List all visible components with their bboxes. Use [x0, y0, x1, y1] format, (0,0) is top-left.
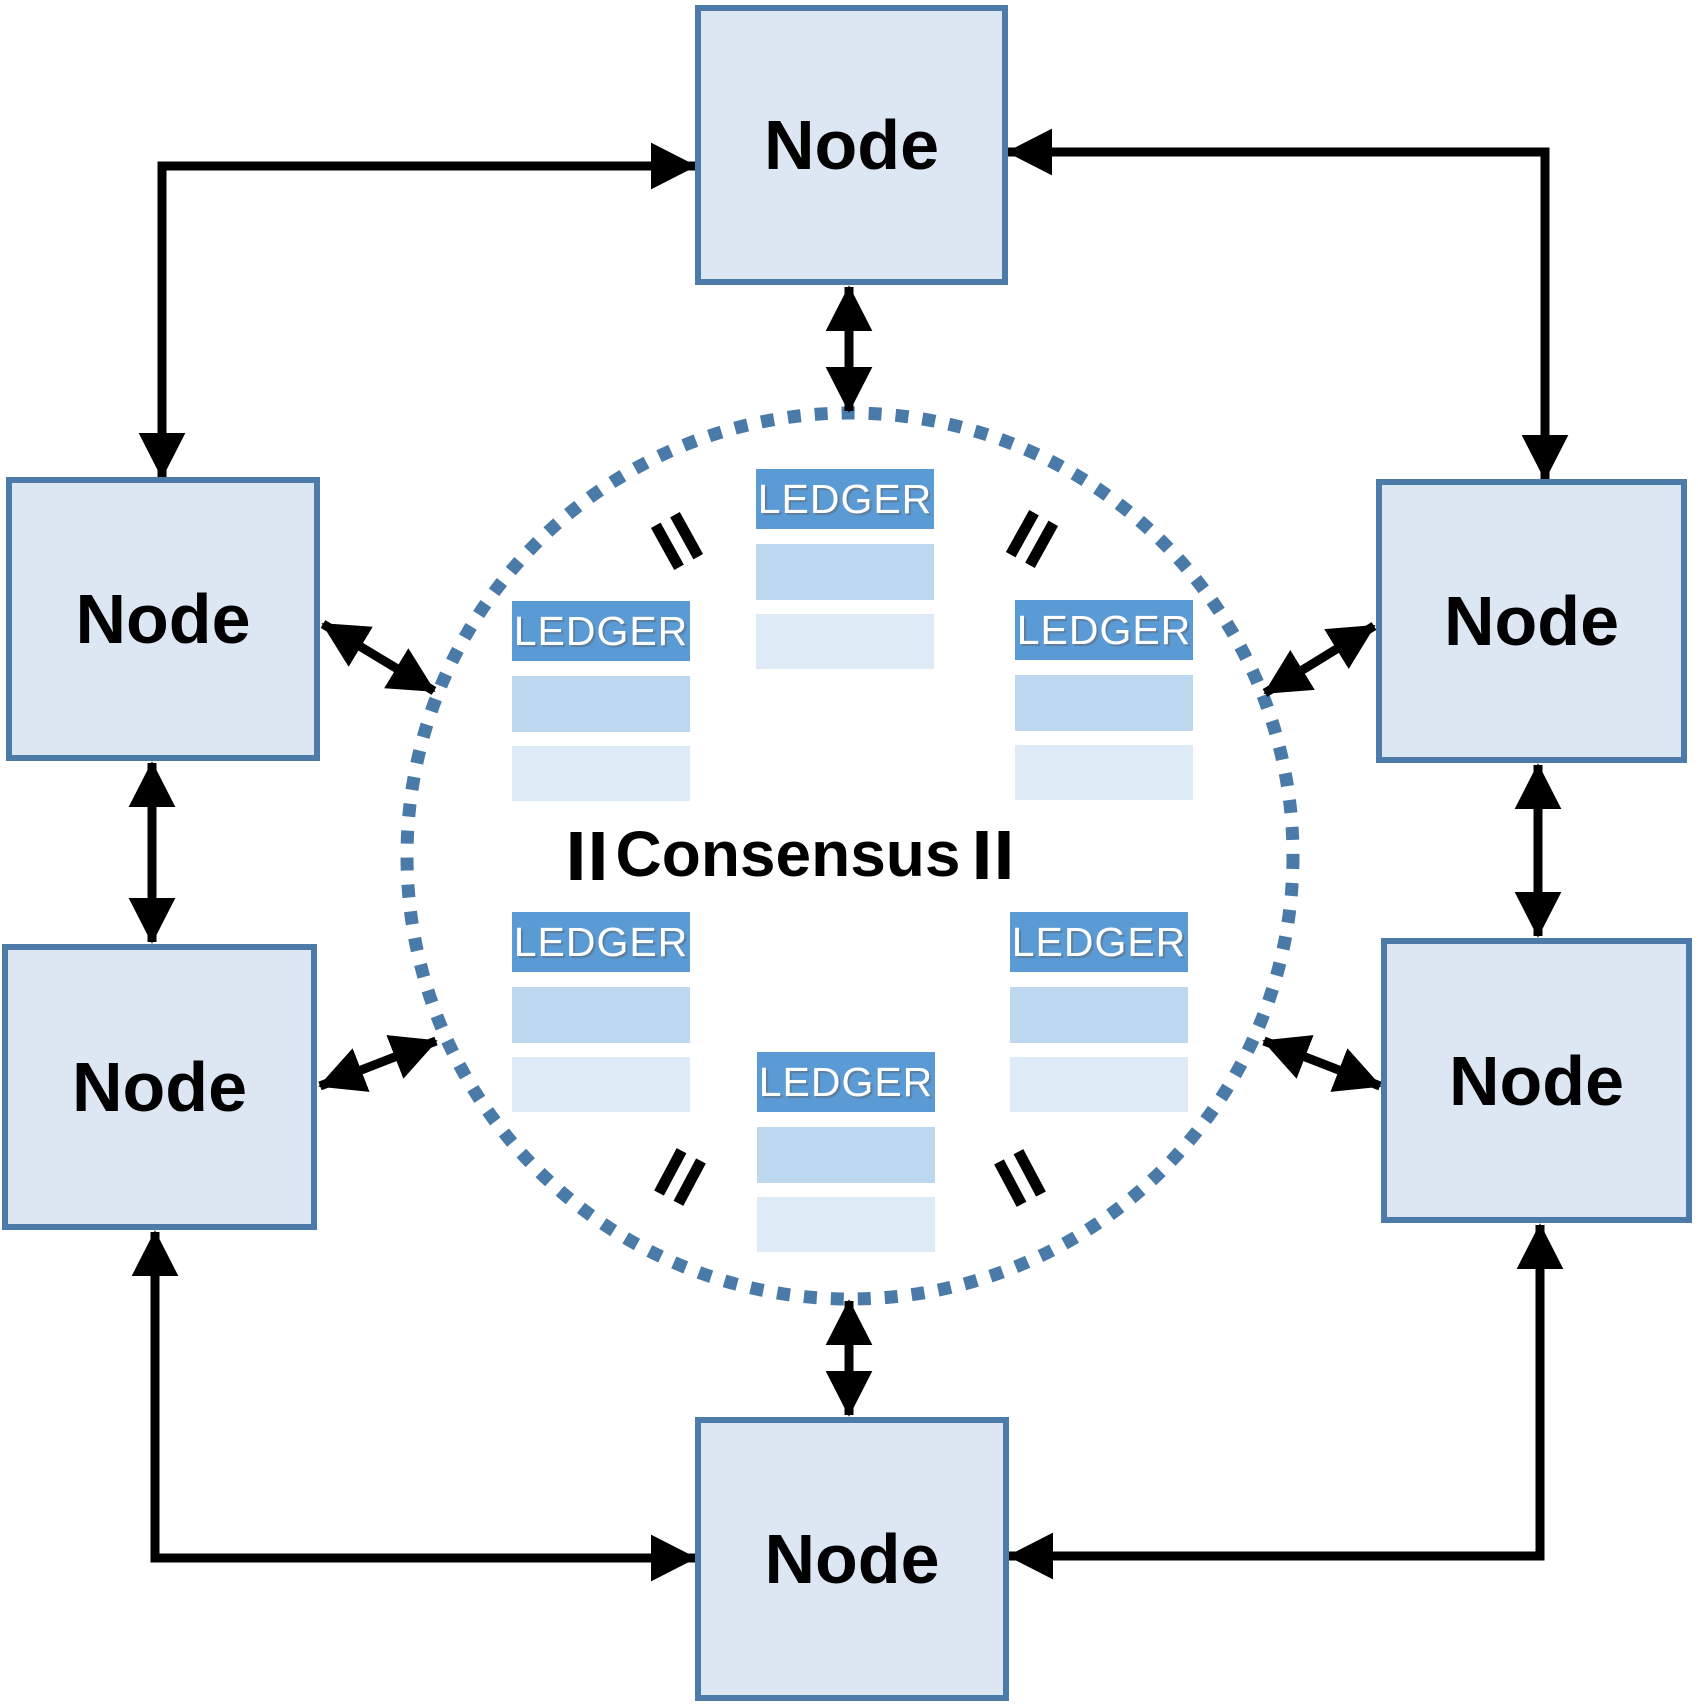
- node-label: Node: [1444, 582, 1619, 660]
- ledger-row: [757, 1197, 935, 1252]
- ledger-header: LEDGER: [1015, 600, 1193, 660]
- arrow-lowerright-node-circle: [1262, 1035, 1382, 1092]
- arrow-topleft-elbow: [138, 142, 697, 479]
- arrow-upperright-node-circle: [1262, 622, 1377, 697]
- ledger-row: [1010, 1057, 1188, 1112]
- ledger-row: [757, 1127, 935, 1183]
- arrow-bottomright-elbow: [1007, 1223, 1564, 1580]
- node-label: Node: [1449, 1041, 1624, 1120]
- equals-icon: [976, 831, 1010, 879]
- ledger-header: LEDGER: [756, 469, 934, 529]
- arrow-bottomleft-elbow: [131, 1230, 697, 1582]
- node-label: Node: [72, 1048, 247, 1126]
- ledger-row: [756, 614, 934, 669]
- ledger-header: LEDGER: [1010, 912, 1188, 972]
- ledger-upper-right: LEDGER: [1015, 600, 1193, 800]
- ledger-row: [1015, 675, 1193, 731]
- ledger-row: [1010, 987, 1188, 1043]
- ledger-row: [512, 746, 690, 801]
- ledger-row: [756, 544, 934, 600]
- node-box-upper-left: Node: [6, 477, 320, 761]
- equals-icon: [994, 1149, 1046, 1207]
- equals-icon: [570, 832, 604, 880]
- ledger-upper-left: LEDGER: [512, 601, 690, 801]
- equals-icon: [654, 1148, 706, 1206]
- consensus-circle: [400, 406, 1300, 1306]
- node-box-upper-right: Node: [1376, 479, 1687, 763]
- ledger-lower-left: LEDGER: [512, 912, 690, 1112]
- node-box-lower-right: Node: [1381, 938, 1692, 1223]
- ledger-lower-right: LEDGER: [1010, 912, 1188, 1112]
- ledger-row: [512, 987, 690, 1043]
- node-box-bottom: Node: [695, 1417, 1009, 1701]
- node-box-top: Node: [695, 5, 1008, 285]
- ledger-header: LEDGER: [512, 601, 690, 661]
- equals-icon: [650, 512, 704, 570]
- ledger-row: [512, 676, 690, 732]
- node-box-lower-left: Node: [2, 944, 317, 1230]
- arrow-lowerleft-node-circle: [318, 1035, 438, 1092]
- ledger-header: LEDGER: [757, 1052, 935, 1112]
- ledger-row: [1015, 745, 1193, 800]
- equals-icon: [1005, 510, 1059, 568]
- node-label: Node: [75, 580, 251, 658]
- consensus-label: Consensus: [615, 818, 961, 890]
- ledger-header: LEDGER: [512, 912, 690, 972]
- node-label: Node: [764, 1520, 940, 1598]
- ledger-row: [512, 1057, 690, 1112]
- node-label: Node: [764, 106, 939, 184]
- arrow-upperleft-node-circle: [320, 620, 437, 695]
- ledger-bottom: LEDGER: [757, 1052, 935, 1252]
- ledger-top: LEDGER: [756, 469, 934, 669]
- arrow-topright-elbow: [1006, 128, 1569, 481]
